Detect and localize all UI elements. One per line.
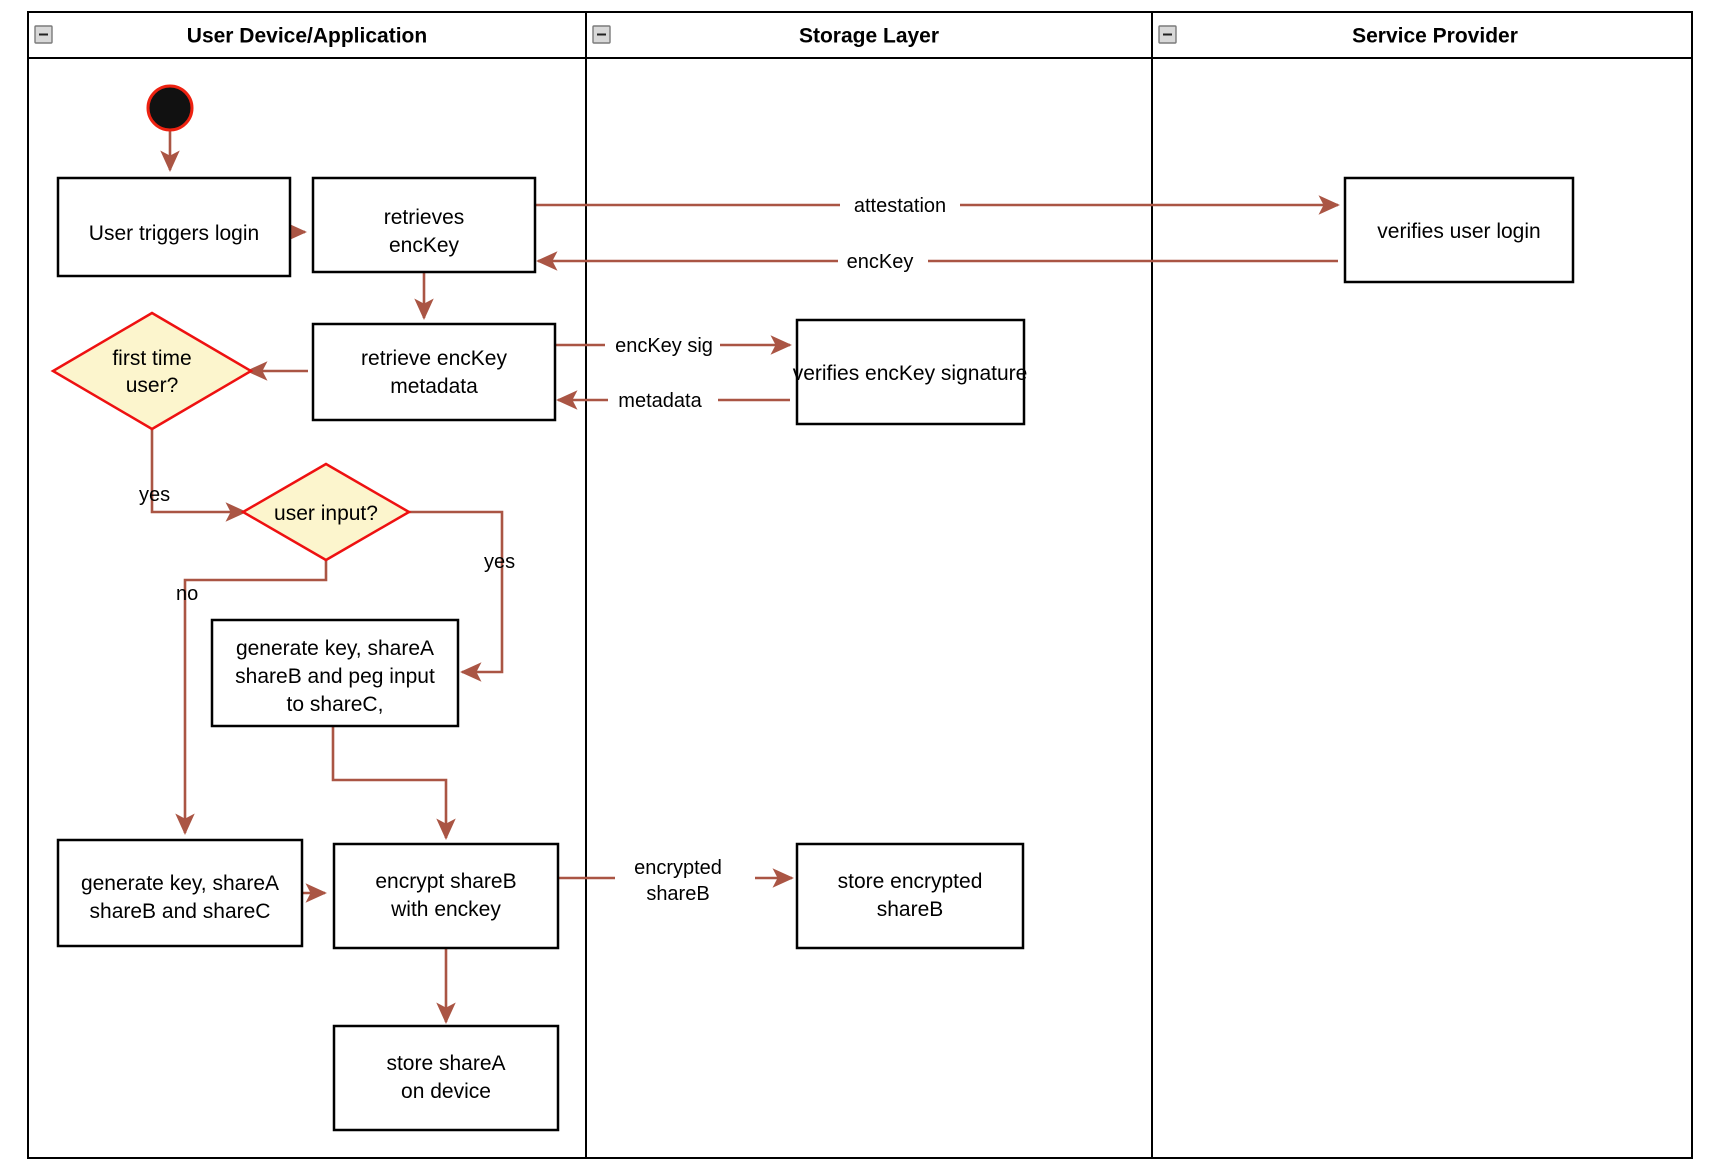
node-label-line1: encrypt shareB (375, 870, 516, 893)
lane-header-user-device[interactable] (27, 11, 587, 59)
node-label-line2: encKey (389, 234, 460, 257)
node-label: User triggers login (89, 222, 259, 245)
node-retrieves-enckey[interactable]: retrieves encKey (311, 176, 537, 274)
edge-userinput-yes (406, 510, 504, 682)
edge-label-encrypted-line2: shareB (646, 883, 709, 905)
initial-node[interactable] (146, 84, 194, 132)
node-label-line1: generate key, shareA (81, 872, 279, 895)
node-label-line1: retrieves (384, 206, 465, 229)
edge-label-encrypted-line1: encrypted (634, 857, 722, 879)
edge-label-enckey: encKey (838, 247, 928, 275)
minus-icon[interactable] (592, 25, 611, 44)
decision-label: user input? (274, 502, 378, 525)
node-encrypt-shareb[interactable]: encrypt shareB with enckey (332, 842, 560, 950)
decision-label-line1: first time (112, 347, 191, 370)
edge-label-userinput-yes: yes (484, 551, 515, 573)
edge-label-metadata: metadata (608, 386, 718, 414)
node-label-line2: on device (401, 1080, 491, 1103)
lane-title-service-provider: Service Provider (1352, 25, 1518, 48)
node-label-line2: shareB (877, 898, 944, 921)
node-retrieve-enckey-metadata[interactable]: retrieve encKey metadata (311, 322, 557, 422)
edge-label-userinput-no: no (176, 583, 198, 605)
node-generate-key-sharec[interactable]: generate key, shareA shareB and shareC (56, 838, 304, 948)
node-label-line2: metadata (390, 375, 478, 398)
minus-icon[interactable] (1158, 25, 1177, 44)
decision-label-line2: user? (126, 374, 179, 397)
node-generate-key-peg[interactable]: generate key, shareA shareB and peg inpu… (210, 618, 460, 728)
edge-firsttime-yes (150, 415, 247, 522)
edge-userinput-no (175, 560, 328, 835)
lane-storage[interactable]: Storage Layer (585, 11, 1153, 1159)
node-user-input-decision[interactable]: user input? (240, 462, 412, 562)
edge-label-encrypted-shareb: encrypted shareB (615, 850, 755, 906)
lane-title-storage: Storage Layer (799, 25, 939, 48)
node-label-line3: to shareC, (287, 693, 384, 716)
node-label-line1: retrieve encKey (361, 347, 507, 370)
node-label-line1: store encrypted (838, 870, 983, 893)
node-first-time-user-decision[interactable]: first time user? (50, 311, 254, 431)
node-label-line1: store shareA (386, 1052, 505, 1075)
node-store-sharea-on-device[interactable]: store shareA on device (332, 1024, 560, 1132)
node-label-line2: with enckey (390, 898, 501, 921)
edge-label-enckey-sig-text: encKey sig (615, 335, 713, 357)
edge-label-firsttime-yes: yes (139, 484, 170, 506)
edge-label-enckey-sig: encKey sig (605, 331, 720, 359)
node-label-line1: generate key, shareA (236, 637, 434, 660)
edge-label-metadata-text: metadata (618, 390, 702, 412)
node-label-line2: shareB and peg input (235, 665, 435, 688)
edge-label-attestation: attestation (840, 190, 960, 218)
node-verifies-enckey-signature[interactable]: verifies encKey signature (793, 318, 1028, 426)
lane-body-storage (585, 57, 1153, 1159)
node-verifies-user-login[interactable]: verifies user login (1343, 176, 1575, 284)
minus-icon[interactable] (34, 25, 53, 44)
lane-title-user-device: User Device/Application (187, 25, 427, 48)
node-label: verifies user login (1377, 220, 1540, 243)
node-label: verifies encKey signature (793, 362, 1028, 385)
lane-header-storage[interactable] (585, 11, 1153, 59)
lane-header-service-provider[interactable] (1151, 11, 1693, 59)
node-user-triggers-login[interactable]: User triggers login (56, 176, 292, 278)
edge-peg-to-encrypt (331, 726, 456, 840)
node-store-encrypted-shareb[interactable]: store encrypted shareB (795, 842, 1025, 950)
edge-label-attestation-text: attestation (854, 195, 946, 217)
edge-label-enckey-text: encKey (847, 251, 914, 273)
node-label-line2: shareB and shareC (90, 900, 271, 923)
